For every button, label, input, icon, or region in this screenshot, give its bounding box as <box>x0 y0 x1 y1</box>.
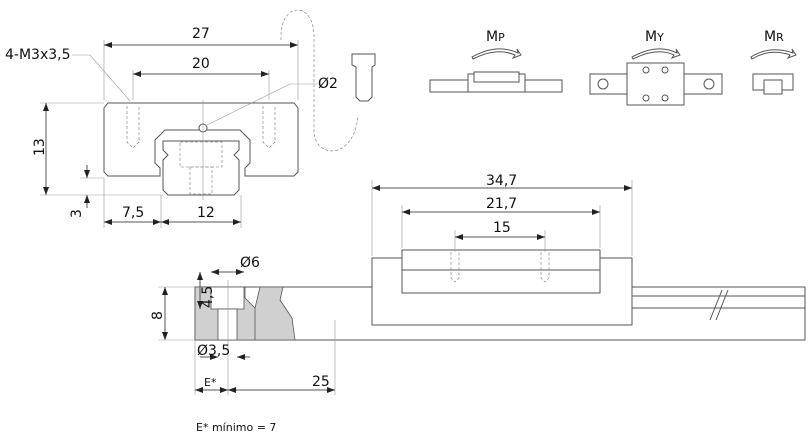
screw-icon <box>351 53 376 102</box>
moment-sub: Y <box>657 31 664 44</box>
dim-height-total: 13 <box>32 138 48 156</box>
front-view <box>40 9 376 228</box>
moment-sub: P <box>498 31 505 44</box>
dim-hole-dia: Ø3,5 <box>197 343 231 359</box>
dim-hole-spacing: 20 <box>192 56 210 72</box>
moment-base: M <box>764 29 777 45</box>
moment-yaw-label: MY <box>645 30 664 44</box>
moment-base: M <box>486 29 499 45</box>
moment-pitch-label: MP <box>486 30 505 44</box>
side-view <box>158 180 806 395</box>
dim-rail-width: 12 <box>197 205 215 221</box>
moment-icons <box>429 48 797 106</box>
dim-hole-pitch: 15 <box>493 220 511 236</box>
dim-rail-height: 8 <box>150 311 166 320</box>
moment-sub: R <box>776 31 784 44</box>
dim-width-total: 27 <box>192 26 210 42</box>
dim-rail-clearance: 3 <box>69 209 85 218</box>
moment-base: M <box>645 29 658 45</box>
dim-body-length: 21,7 <box>486 196 518 212</box>
moment-roll-label: MR <box>764 30 784 44</box>
thread-callout: 4-M3x3,5 <box>5 47 71 63</box>
dim-counterbore-depth: 4,5 <box>200 285 216 308</box>
cable-loop <box>280 9 359 152</box>
dim-rail-pitch: 25 <box>312 374 330 390</box>
dim-counterbore-dia: Ø6 <box>240 255 260 271</box>
rail-section <box>162 140 240 196</box>
dim-lube-hole: Ø2 <box>318 76 338 92</box>
dim-block-length: 34,7 <box>486 173 518 189</box>
dim-offset: 7,5 <box>122 205 145 221</box>
footnote: E* mínimo = 7 <box>196 421 277 434</box>
dim-end-distance: E* <box>204 376 217 389</box>
carriage-block <box>103 102 299 177</box>
